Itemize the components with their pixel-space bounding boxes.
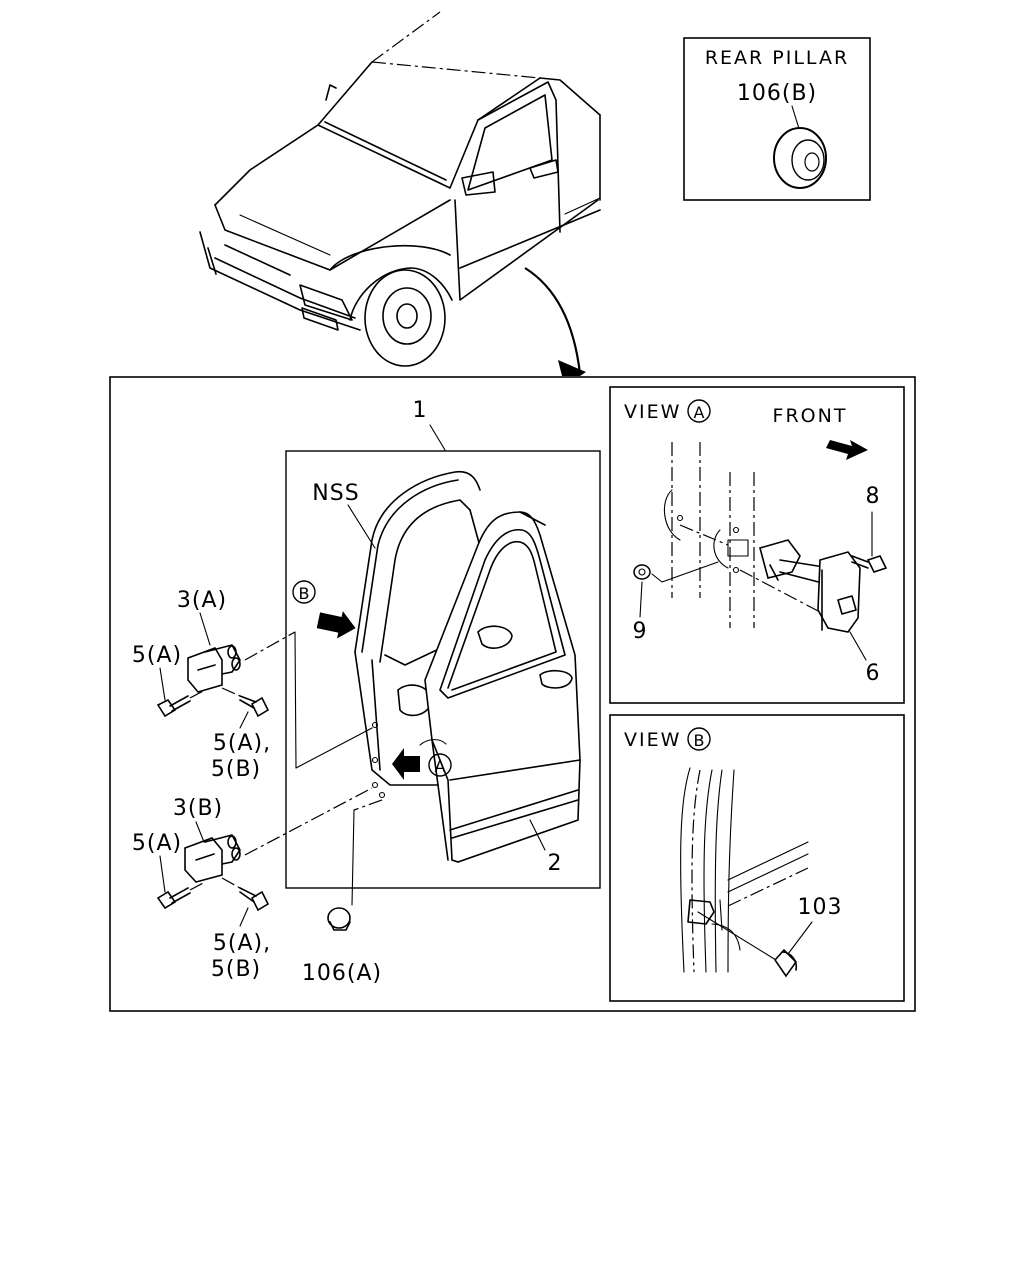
rear-pillar-inset: REAR PILLAR 106(B) [683, 37, 871, 201]
view-a-panel [609, 386, 905, 704]
callout-1-label: 1 [413, 398, 428, 423]
callout-2-label: 2 [548, 851, 563, 876]
grommet-106b-icon [773, 127, 827, 189]
view-a-title-marker: A [694, 403, 705, 422]
callout-5a-upper-label: 5(A) [132, 643, 182, 668]
callout-6-label: 6 [866, 661, 881, 686]
plug-106a-icon [327, 907, 351, 931]
hinge-lower-icon [184, 834, 241, 883]
view-a-title: VIEW [624, 401, 681, 423]
door-assembly-frame [285, 450, 601, 889]
callout-106a-label: 106(A) [302, 961, 382, 986]
callout-3b-label: 3(B) [173, 796, 223, 821]
view-b-panel [609, 714, 905, 1002]
view-b-title-marker: B [694, 731, 705, 750]
view-a-illustration [663, 442, 861, 633]
callout-5ab-upper-label-2: 5(B) [211, 757, 261, 782]
bolt-upper-left-icon [156, 695, 191, 718]
view-b-title-circle [687, 727, 711, 751]
callout-5ab-lower-label-1: 5(A), [213, 931, 271, 956]
callout-5a-lower-label: 5(A) [132, 831, 182, 856]
rear-pillar-part-label: 106(B) [737, 81, 817, 106]
nut-9-icon [633, 564, 651, 580]
nss-label: NSS [312, 481, 359, 506]
view-b-arrow-icon [316, 611, 356, 639]
callout-8-label: 8 [866, 484, 881, 509]
callout-9-label: 9 [633, 619, 648, 644]
clip-103-icon [773, 948, 798, 978]
view-b-title: VIEW [624, 729, 681, 751]
view-b-marker-circle [292, 580, 316, 604]
vehicle-overview-illustration [199, 11, 601, 376]
view-a-arrow-icon [392, 748, 420, 780]
front-arrow-icon [826, 440, 868, 460]
view-a-marker-label: A [435, 757, 446, 776]
bolt-lower-right-icon [239, 887, 270, 912]
main-diagram-frame [109, 376, 916, 1012]
view-b-illustration [680, 767, 809, 973]
rear-pillar-title: REAR PILLAR [705, 47, 849, 69]
callout-3a-label: 3(A) [177, 588, 227, 613]
bolt-8-icon [851, 555, 888, 573]
callout-5ab-lower-label-2: 5(B) [211, 957, 261, 982]
door-assembly-illustration [354, 470, 581, 863]
view-a-title-circle [687, 399, 711, 423]
view-a-front-label: FRONT [773, 405, 848, 427]
bolt-lower-left-icon [156, 887, 191, 910]
callout-103-label: 103 [798, 895, 843, 920]
bolt-upper-right-icon [239, 695, 270, 718]
view-a-marker-circle [428, 753, 452, 777]
hinge-upper-icon [187, 644, 241, 693]
callout-5ab-upper-label-1: 5(A), [213, 731, 271, 756]
view-b-marker-label: B [299, 584, 310, 603]
